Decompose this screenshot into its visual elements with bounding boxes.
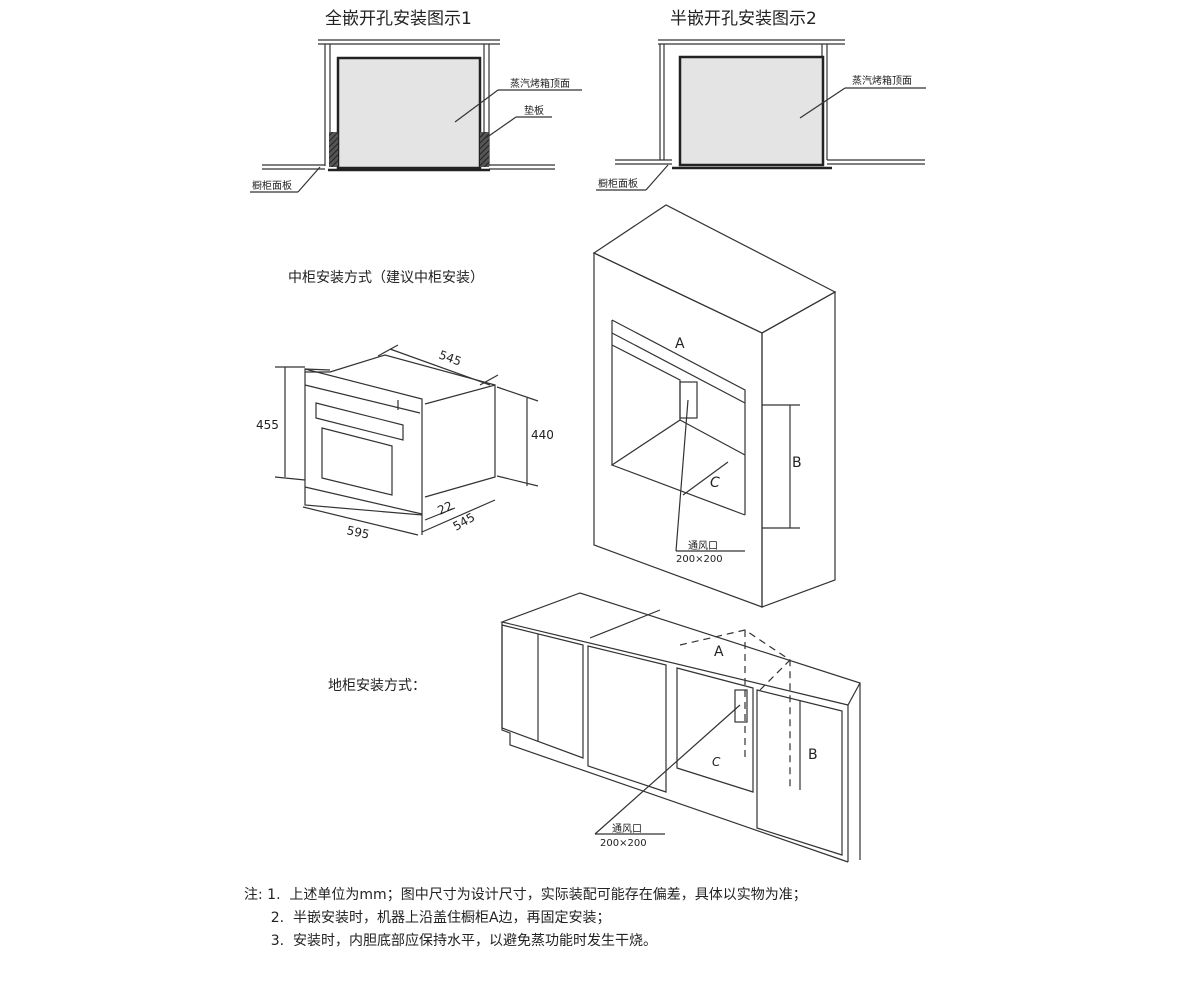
full-embed-title: 全嵌开孔安装图示1 [325, 9, 472, 29]
edge-b-label: B [808, 747, 818, 763]
dim-door: 22 [435, 499, 455, 518]
note-2: 2. 半嵌安装时，机器上沿盖住橱柜A边，再固定安装； [244, 910, 611, 926]
note-3: 3. 安装时，内胆底部应保持水平，以避免蒸功能时发生干烧。 [244, 933, 657, 949]
oven-handle [315, 402, 404, 441]
edge-a-label: A [675, 336, 685, 352]
middle-install-title: 中柜安装方式（建议中柜安装） [288, 270, 484, 286]
vent-label: 通风口 [612, 823, 642, 835]
oven-window [321, 427, 393, 496]
vent-size: 200×200 [676, 554, 723, 565]
pad-left [329, 132, 338, 167]
edge-a-label: A [714, 644, 724, 660]
notes: 注: 1. 上述单位为mm；图中尺寸为设计尺寸，实际装配可能存在偏差，具体以实物… [244, 884, 807, 953]
edge-c-label: C [712, 755, 721, 769]
vent-size: 200×200 [600, 838, 647, 849]
dim-depth-bottom: 545 [451, 510, 478, 534]
vent-opening [734, 689, 748, 723]
oven-top-label: 蒸汽烤箱顶面 [510, 77, 570, 90]
oven-top-face [678, 55, 825, 167]
half-embed-figure: 半嵌开孔安装图示2 蒸汽烤箱顶面 橱柜面板 [596, 9, 926, 191]
vent-label: 通风口 [688, 540, 718, 552]
half-embed-title: 半嵌开孔安装图示2 [670, 9, 817, 29]
full-embed-figure: 全嵌开孔安装图示1 蒸汽烤箱顶面 垫板 橱柜面板 [250, 9, 582, 193]
oven-top-label: 蒸汽烤箱顶面 [852, 74, 912, 87]
oven-top-face [336, 56, 482, 170]
vent-opening [679, 381, 698, 419]
tall-cabinet-drawing: A B C 通风口 200×200 [592, 204, 837, 608]
base-install-title: 地柜安装方式： [328, 678, 426, 694]
pad-right [480, 132, 489, 167]
pad-label: 垫板 [524, 104, 544, 117]
dim-depth-top: 545 [437, 348, 463, 369]
dim-height-body: 440 [531, 428, 554, 442]
oven-dimension-drawing: 455 440 545 595 22 545 [256, 344, 554, 542]
dim-width: 595 [345, 523, 370, 541]
dim-height-front: 455 [256, 418, 279, 432]
edge-c-label: C [710, 475, 720, 491]
base-cabinet-drawing: A B C 通风口 200×200 [499, 592, 861, 863]
note-1: 注: 1. 上述单位为mm；图中尺寸为设计尺寸，实际装配可能存在偏差，具体以实物… [244, 887, 807, 903]
panel-label: 橱柜面板 [598, 177, 638, 190]
panel-label: 橱柜面板 [252, 179, 292, 192]
edge-b-label: B [792, 455, 802, 471]
